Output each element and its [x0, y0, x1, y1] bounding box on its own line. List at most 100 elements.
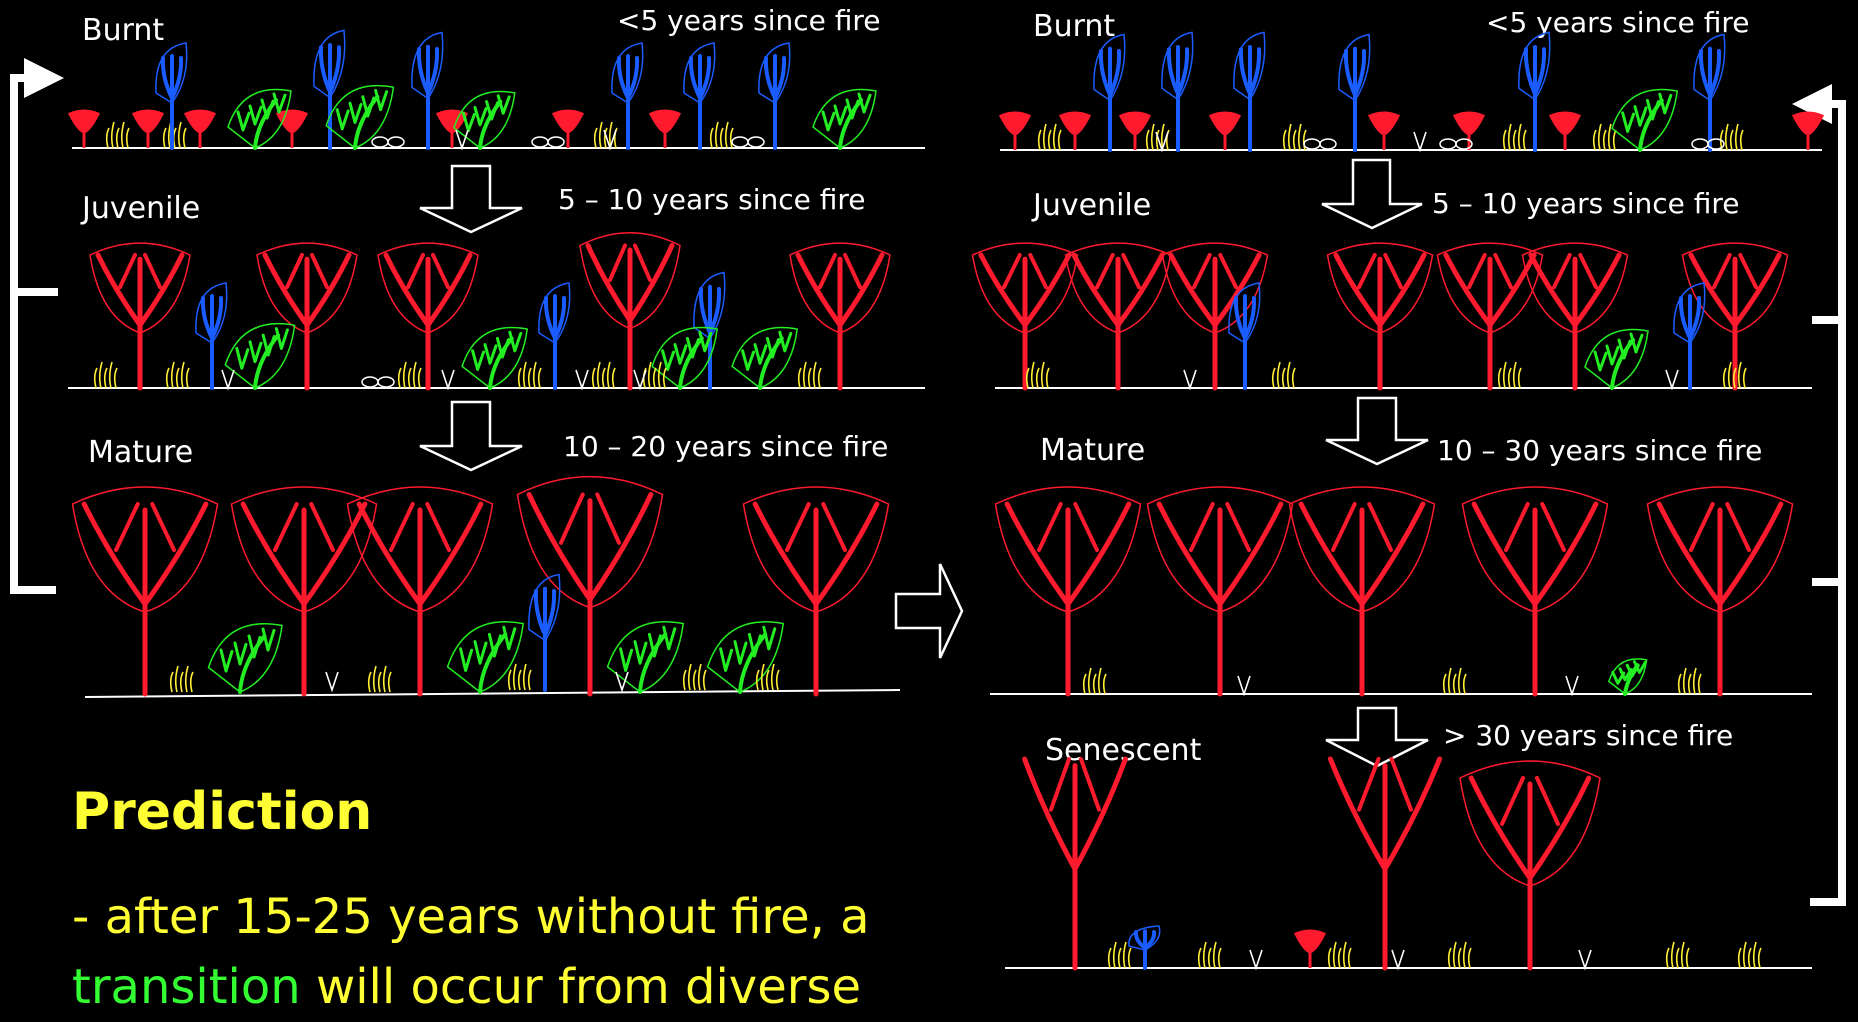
sprout-icon: [1392, 950, 1404, 968]
tree-icon: [1025, 759, 1126, 968]
sprout-icon: [222, 370, 234, 388]
blue-shrub-icon: [1234, 32, 1265, 150]
grass-tuft-icon: [95, 362, 117, 388]
prediction-line-2: transition will occur from diverse: [72, 952, 870, 1022]
blue-shrub-icon: [529, 575, 560, 691]
resprout-cup-icon: [1211, 113, 1239, 150]
tree-icon: [1330, 759, 1439, 968]
blue-shrub-icon: [759, 43, 790, 148]
grass-tuft-icon: [164, 122, 186, 148]
grass-tuft-icon: [1667, 942, 1689, 968]
prediction-line-1: - after 15-25 years without fire, a: [72, 882, 870, 952]
grass-tuft-icon: [799, 362, 821, 388]
blue-shrub-icon: [1162, 32, 1193, 150]
resprout-cup-icon: [278, 111, 306, 148]
sprout-icon: [1666, 370, 1678, 388]
resprout-cup-icon: [1370, 113, 1398, 150]
tree-icon: [1438, 243, 1543, 388]
tree-icon: [1290, 487, 1435, 694]
grass-tuft-icon: [1679, 668, 1701, 694]
sprout-icon: [1184, 370, 1196, 388]
tree-icon: [257, 243, 357, 388]
seed-pods-icon: [1304, 139, 1336, 149]
grass-tuft-icon: [1499, 362, 1521, 388]
down-arrow-icon: [420, 166, 522, 232]
prediction-line-2-rest: will occur from diverse: [301, 959, 861, 1015]
green-shrub-icon: [448, 622, 524, 692]
green-shrub-icon: [225, 324, 294, 388]
tree-icon: [1523, 243, 1628, 388]
resprout-cup-icon: [1794, 113, 1822, 150]
blue-shrub-icon: [1339, 35, 1370, 151]
resprout-cup-icon: [70, 111, 98, 148]
tree-icon: [90, 243, 190, 388]
blue-shrub-icon: [684, 43, 715, 148]
right-juvenile-label: Juvenile: [1031, 188, 1151, 223]
green-shrub-icon: [209, 624, 283, 692]
tree-icon: [1460, 761, 1600, 968]
left-burnt-time: <5 years since fire: [617, 4, 881, 37]
tree-icon: [232, 487, 377, 694]
resprout-cup-icon: [1551, 113, 1579, 150]
blue-shrub-icon: [1129, 926, 1160, 968]
down-arrow-icon: [1326, 398, 1428, 464]
right-arrow-icon: [896, 564, 962, 658]
grass-tuft-icon: [1284, 124, 1306, 150]
green-shrub-icon: [462, 328, 527, 388]
resprout-cup-icon: [1296, 931, 1324, 968]
blue-shrub-icon: [156, 43, 187, 148]
grass-tuft-icon: [1449, 942, 1471, 968]
resprout-cup-icon: [651, 111, 679, 148]
grass-tuft-icon: [1109, 942, 1131, 968]
tree-icon: [973, 243, 1078, 388]
green-shrub-icon: [732, 328, 797, 388]
right-burnt-label: Burnt: [1033, 9, 1115, 44]
tree-icon: [1328, 243, 1433, 388]
resprout-cup-icon: [134, 111, 162, 148]
resprout-cup-icon: [1121, 113, 1149, 150]
resprout-cup-icon: [1061, 113, 1089, 150]
sprout-icon: [576, 370, 588, 388]
green-shrub-icon: [813, 90, 876, 149]
green-shrub-icon: [1612, 90, 1677, 150]
grass-tuft-icon: [1739, 942, 1761, 968]
sprout-icon: [1250, 950, 1262, 968]
right-juvenile-time: 5 – 10 years since fire: [1432, 187, 1740, 220]
tree-icon: [744, 487, 889, 694]
blue-shrub-icon: [1694, 35, 1725, 151]
left-mature-time: 10 – 20 years since fire: [563, 430, 888, 463]
down-arrows: [420, 160, 1428, 766]
grass-tuft-icon: [167, 362, 189, 388]
prediction-title: Prediction: [72, 782, 372, 842]
blue-shrub-icon: [539, 283, 570, 388]
right-burnt-time: <5 years since fire: [1486, 6, 1750, 39]
resprout-cup-icon: [1001, 113, 1029, 150]
prediction-text: - after 15-25 years without fire, a tran…: [72, 882, 870, 1022]
blue-shrub-icon: [1094, 35, 1125, 151]
grass-tuft-icon: [519, 362, 541, 388]
grass-tuft-icon: [711, 122, 733, 148]
grass-tuft-icon: [1199, 942, 1221, 968]
grass-tuft-icon: [1504, 124, 1526, 150]
left-juvenile-label: Juvenile: [80, 191, 200, 226]
grass-tuft-icon: [171, 666, 193, 692]
grass-tuft-icon: [369, 666, 391, 692]
grass-tuft-icon: [1273, 362, 1295, 388]
seed-pods-icon: [532, 137, 564, 147]
right-cycle-bracket: [1800, 104, 1842, 902]
sprout-icon: [456, 130, 468, 148]
tree-icon: [1648, 487, 1793, 694]
blue-shrub-icon: [694, 273, 725, 389]
green-shrub-icon: [1585, 330, 1648, 389]
grass-tuft-icon: [399, 362, 421, 388]
resprout-cup-icon: [554, 111, 582, 148]
resprout-cup-icon: [186, 111, 214, 148]
left-burnt-label: Burnt: [82, 13, 164, 48]
sprout-icon: [1414, 132, 1426, 150]
right-senescent-time: > 30 years since fire: [1443, 719, 1733, 752]
blue-shrub-icon: [314, 30, 345, 148]
ground-lines: [68, 148, 1822, 968]
down-arrow-icon: [420, 402, 522, 470]
grass-tuft-icon: [1039, 124, 1061, 150]
left-juvenile-time: 5 – 10 years since fire: [558, 183, 866, 216]
